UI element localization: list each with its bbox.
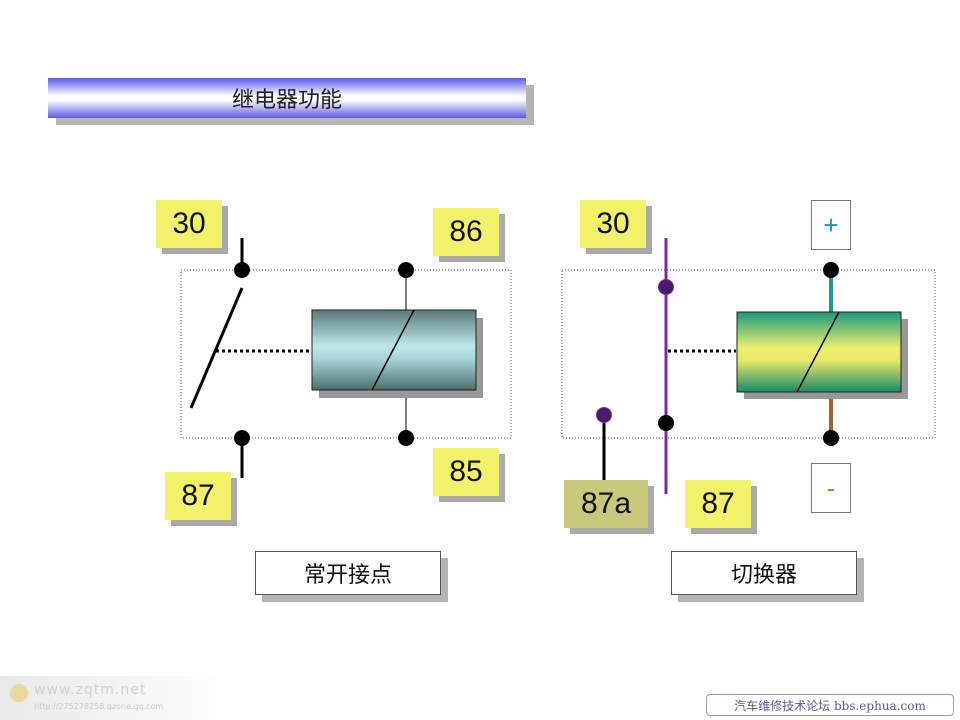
page-title: 继电器功能 xyxy=(48,78,526,118)
left-switch-arm xyxy=(189,287,244,409)
left-label-85: 85 xyxy=(433,448,499,496)
left-label-87: 87 xyxy=(165,472,231,520)
right-relay-housing xyxy=(561,269,936,439)
left-coil-slash xyxy=(371,309,415,391)
watermark-right: 汽车维修技术论坛 bbs.ephua.com xyxy=(706,694,954,716)
right-label-87: 87 xyxy=(685,480,751,528)
left-relay xyxy=(180,238,512,478)
right-coil xyxy=(736,311,902,393)
left-coil xyxy=(311,309,477,391)
right-label-87a: 87a xyxy=(564,480,648,528)
left-caption: 常开接点 xyxy=(255,551,441,595)
left-terminal-dot-87 xyxy=(234,430,250,446)
right-terminal-dot-plus xyxy=(823,262,839,278)
right-relay xyxy=(561,238,936,494)
left-terminal-dot-30 xyxy=(234,262,250,278)
right-caption: 切换器 xyxy=(671,551,857,595)
right-plus-sign: + xyxy=(811,200,851,250)
page-title-text: 继电器功能 xyxy=(231,88,342,113)
watermark-left: www.zqtm.net http://275278258.qzone.qq.c… xyxy=(0,676,230,720)
watermark-left-main: www.zqtm.net xyxy=(34,682,147,698)
right-coil-slash xyxy=(796,311,840,393)
right-minus-sign: - xyxy=(811,463,851,513)
watermark-logo-icon xyxy=(10,684,28,702)
left-relay-housing xyxy=(180,269,512,439)
right-terminal-dot-30 xyxy=(658,279,674,295)
watermark-left-sub: http://275278258.qzone.qq.com xyxy=(34,702,164,711)
right-terminal-dot-minus xyxy=(823,430,839,446)
left-terminal-dot-85 xyxy=(398,430,414,446)
left-label-86: 86 xyxy=(433,208,499,256)
left-terminal-dot-86 xyxy=(398,262,414,278)
left-label-30: 30 xyxy=(156,200,222,248)
right-label-30: 30 xyxy=(580,200,646,248)
right-terminal-dot-87 xyxy=(658,415,674,431)
right-terminal-dot-87a xyxy=(596,407,612,423)
